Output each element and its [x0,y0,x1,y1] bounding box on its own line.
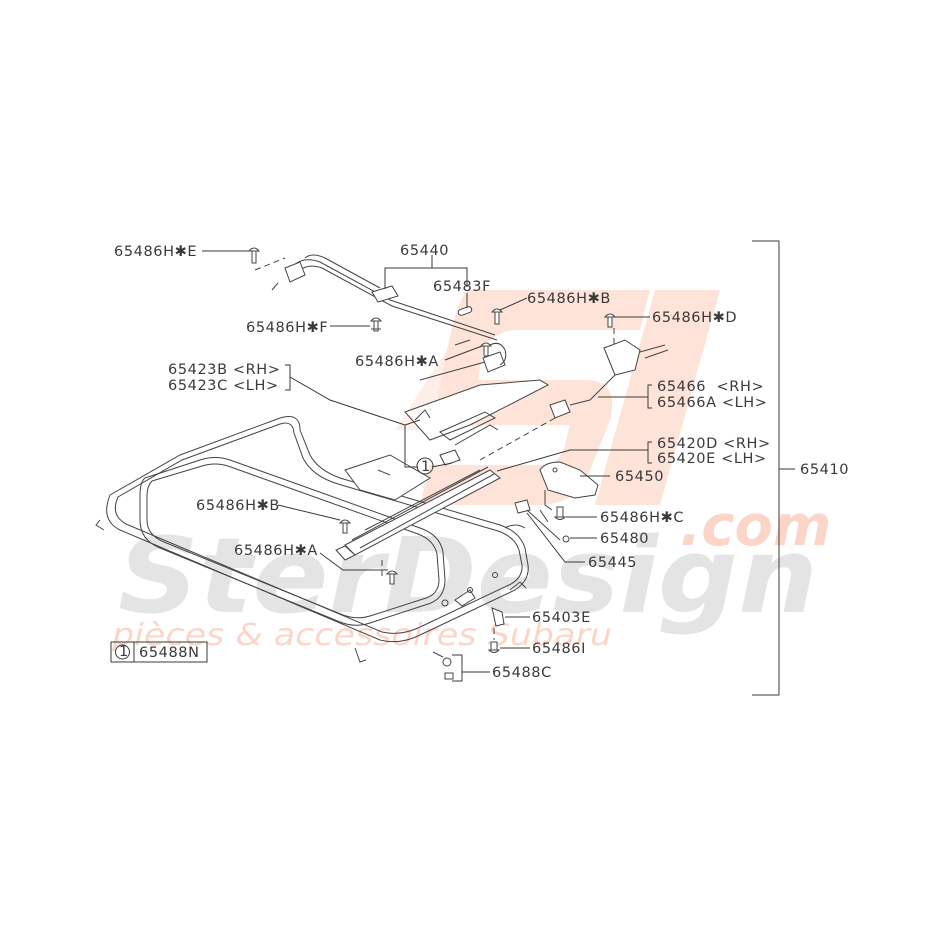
screw-icon [487,641,501,653]
circle-reference-number: 1 [421,459,431,475]
callout-label: 65466 <RH> [657,379,764,395]
callout-labels: 65486H✱E 65440 65483F 65486H✱B 65486H✱D … [114,243,849,681]
callout-label: 65445 [588,555,637,571]
callout-label: 65423C <LH> [168,378,279,394]
callout-label: 65420E <LH> [657,451,767,467]
callout-label: 65480 [600,531,649,547]
screw-icon [338,519,352,534]
bracket-icon [491,607,505,627]
callout-label: 65486H✱F [246,320,328,336]
callout-label: 65450 [615,469,664,485]
sunroof-motor [514,461,599,541]
legend-symbol: 1 [119,644,129,660]
callout-label: 65420D <RH> [657,436,771,452]
callout-label: 65486H✱D [652,310,737,326]
nut-icon [562,535,570,543]
clip-icon [442,657,452,667]
callout-label: 65466A <LH> [657,395,768,411]
callout-label: 65488C [492,665,552,681]
callout-label: 65486I [532,641,586,657]
callout-label: 65486H✱B [527,291,611,307]
callout-label: 65486H✱E [114,244,197,260]
screw-icon [369,317,383,332]
screw-icon [490,308,504,325]
callout-label: 65486H✱C [600,510,684,526]
screw-icon [479,342,493,357]
screw-icon [553,506,567,520]
clip-icon [444,672,454,680]
callout-label: 65486H✱B [196,498,280,514]
callout-label: 65440 [400,243,449,259]
assembly-bracket [752,240,795,696]
screw-icon [247,247,261,264]
watermark: SterDesign .com pièces & accessoires Sub… [111,290,831,653]
sunroof-frame [95,416,529,663]
guide-rail [335,454,501,561]
sti-logo-watermark [395,290,720,505]
callout-label: 65423B <RH> [168,362,281,378]
fasteners [247,247,617,680]
actuator-parts [479,328,669,461]
callout-label: 65483F [433,279,491,295]
screw-icon [603,313,617,328]
callout-label: 65486H✱A [355,354,439,370]
callout-label: 65410 [800,462,849,478]
circle-reference: 1 [416,457,434,475]
leader-lines [202,250,652,682]
callout-label: 65486H✱A [234,543,318,559]
domain-watermark: .com [680,494,831,559]
clip-icon [457,306,473,316]
legend-box: 1 65488N [110,641,208,663]
screw-icon [385,570,399,585]
callout-label: 65403E [532,610,591,626]
brand-watermark: SterDesign [118,515,818,637]
slider-assembly [404,379,550,466]
legend-part-number: 65488N [139,645,200,661]
